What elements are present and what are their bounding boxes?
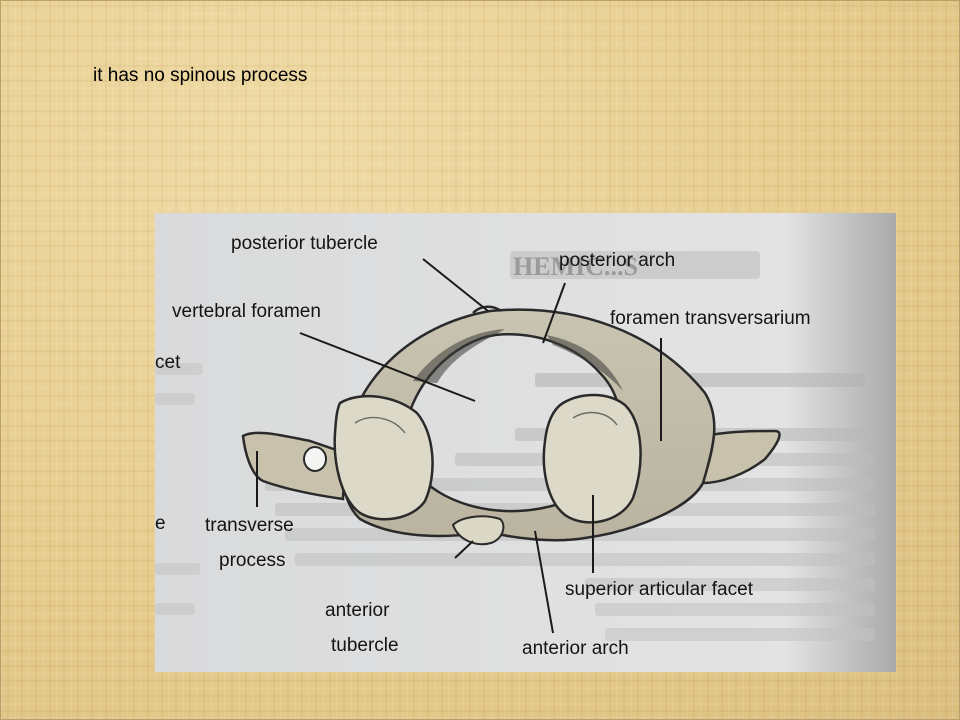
left-superior-articular-facet-shape: [333, 394, 434, 521]
label-superior-articular-facet: superior articular facet: [565, 579, 754, 600]
leader-vertebral-foramen: [299, 332, 476, 402]
leader-posterior-tubercle: [422, 258, 489, 312]
label-transverse-process-line1: transverse: [205, 515, 294, 536]
facet-texture-left: [354, 416, 406, 434]
leader-anterior-tubercle: [454, 540, 474, 559]
label-posterior-arch: posterior arch: [559, 250, 675, 271]
posterior-tubercle-bump: [472, 305, 502, 314]
atlas-diagram-svg: HEMIC...S posterior tubercle posterior a…: [155, 213, 896, 672]
atlas-vertebra-figure: HEMIC...S posterior tubercle posterior a…: [155, 213, 896, 672]
leader-lines: [256, 258, 662, 634]
label-facet-fragment: cet: [155, 352, 181, 373]
label-transverse-process-line2: process: [219, 550, 286, 571]
left-foramen-transversarium-hole: [303, 446, 327, 472]
anterior-tubercle-shape: [451, 515, 505, 546]
atlas-bone: [241, 305, 781, 546]
label-vertebral-foramen: vertebral foramen: [172, 301, 321, 322]
right-transverse-process-shape: [701, 429, 781, 485]
scan-heading-ghost: HEMIC...S: [513, 252, 638, 281]
leader-posterior-arch: [542, 282, 566, 344]
label-foramen-transversarium: foramen transversarium: [610, 308, 811, 329]
label-anterior-tubercle-line1: anterior: [325, 600, 390, 621]
arch-shadow-right: [547, 335, 623, 391]
arch-shadow-left: [413, 329, 505, 383]
leader-anterior-arch: [534, 530, 554, 634]
slide-caption: it has no spinous process: [93, 65, 308, 86]
label-e-fragment: e: [155, 513, 166, 534]
label-anterior-tubercle-line2: tubercle: [331, 635, 399, 656]
right-superior-articular-facet-shape: [542, 393, 642, 524]
label-posterior-tubercle: posterior tubercle: [231, 233, 378, 254]
facet-texture-right: [572, 411, 618, 426]
label-anterior-arch: anterior arch: [522, 638, 629, 659]
